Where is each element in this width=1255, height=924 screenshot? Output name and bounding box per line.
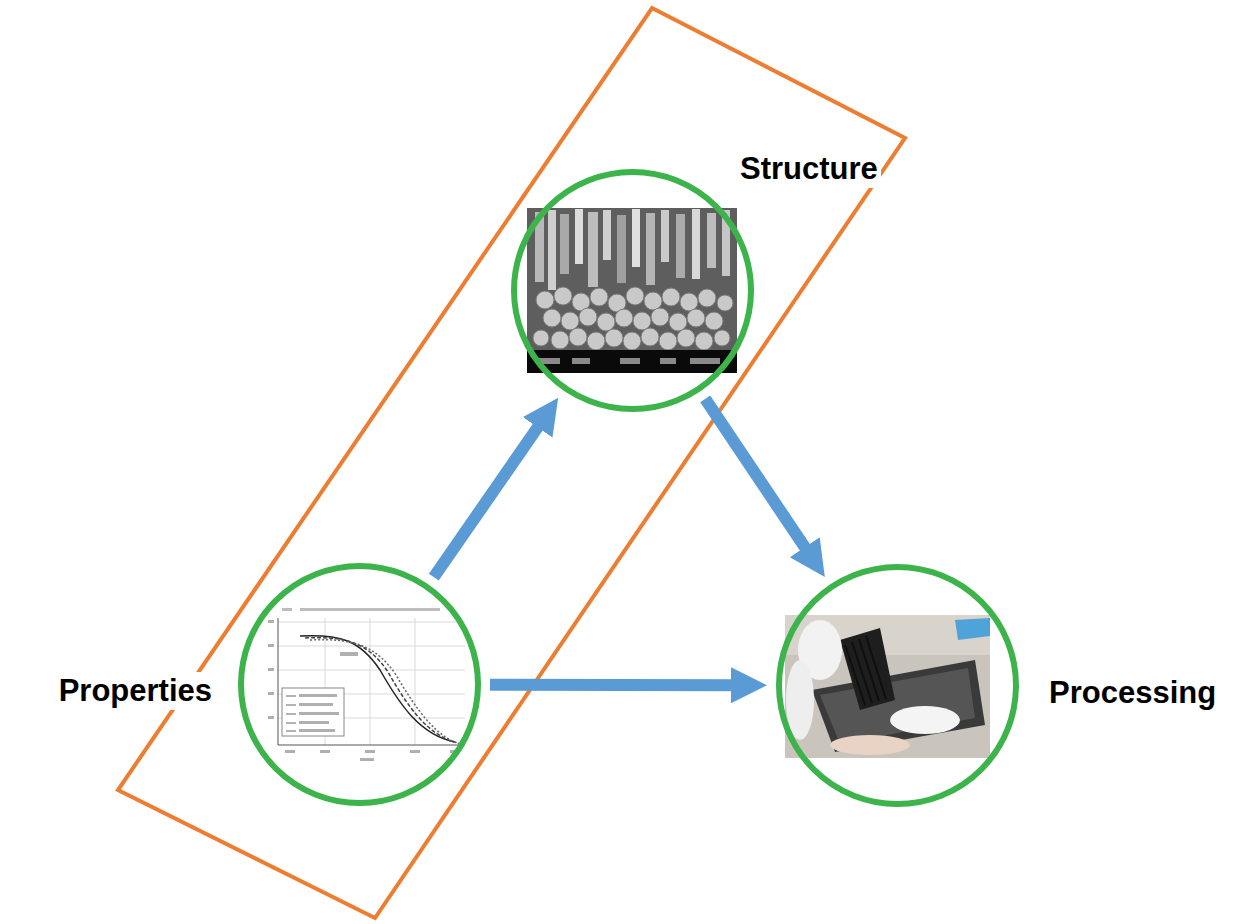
flow-arrow	[705, 399, 808, 552]
node-ring	[237, 562, 482, 807]
processing-photo	[785, 615, 990, 758]
node-label: Properties	[56, 672, 215, 710]
flow-arrow	[434, 422, 541, 577]
flow-arrow	[490, 679, 737, 692]
property-chart	[258, 602, 470, 765]
node-label: Processing	[1046, 674, 1219, 712]
sem-micrograph	[527, 208, 737, 373]
group-band	[118, 8, 905, 918]
node-ring	[775, 563, 1020, 808]
concept-circle: Structure	[510, 168, 755, 413]
node-ring	[510, 168, 755, 413]
concept-circle: Properties	[237, 562, 482, 807]
node-label: Structure	[737, 150, 881, 188]
concept-circle: Processing	[775, 563, 1020, 808]
